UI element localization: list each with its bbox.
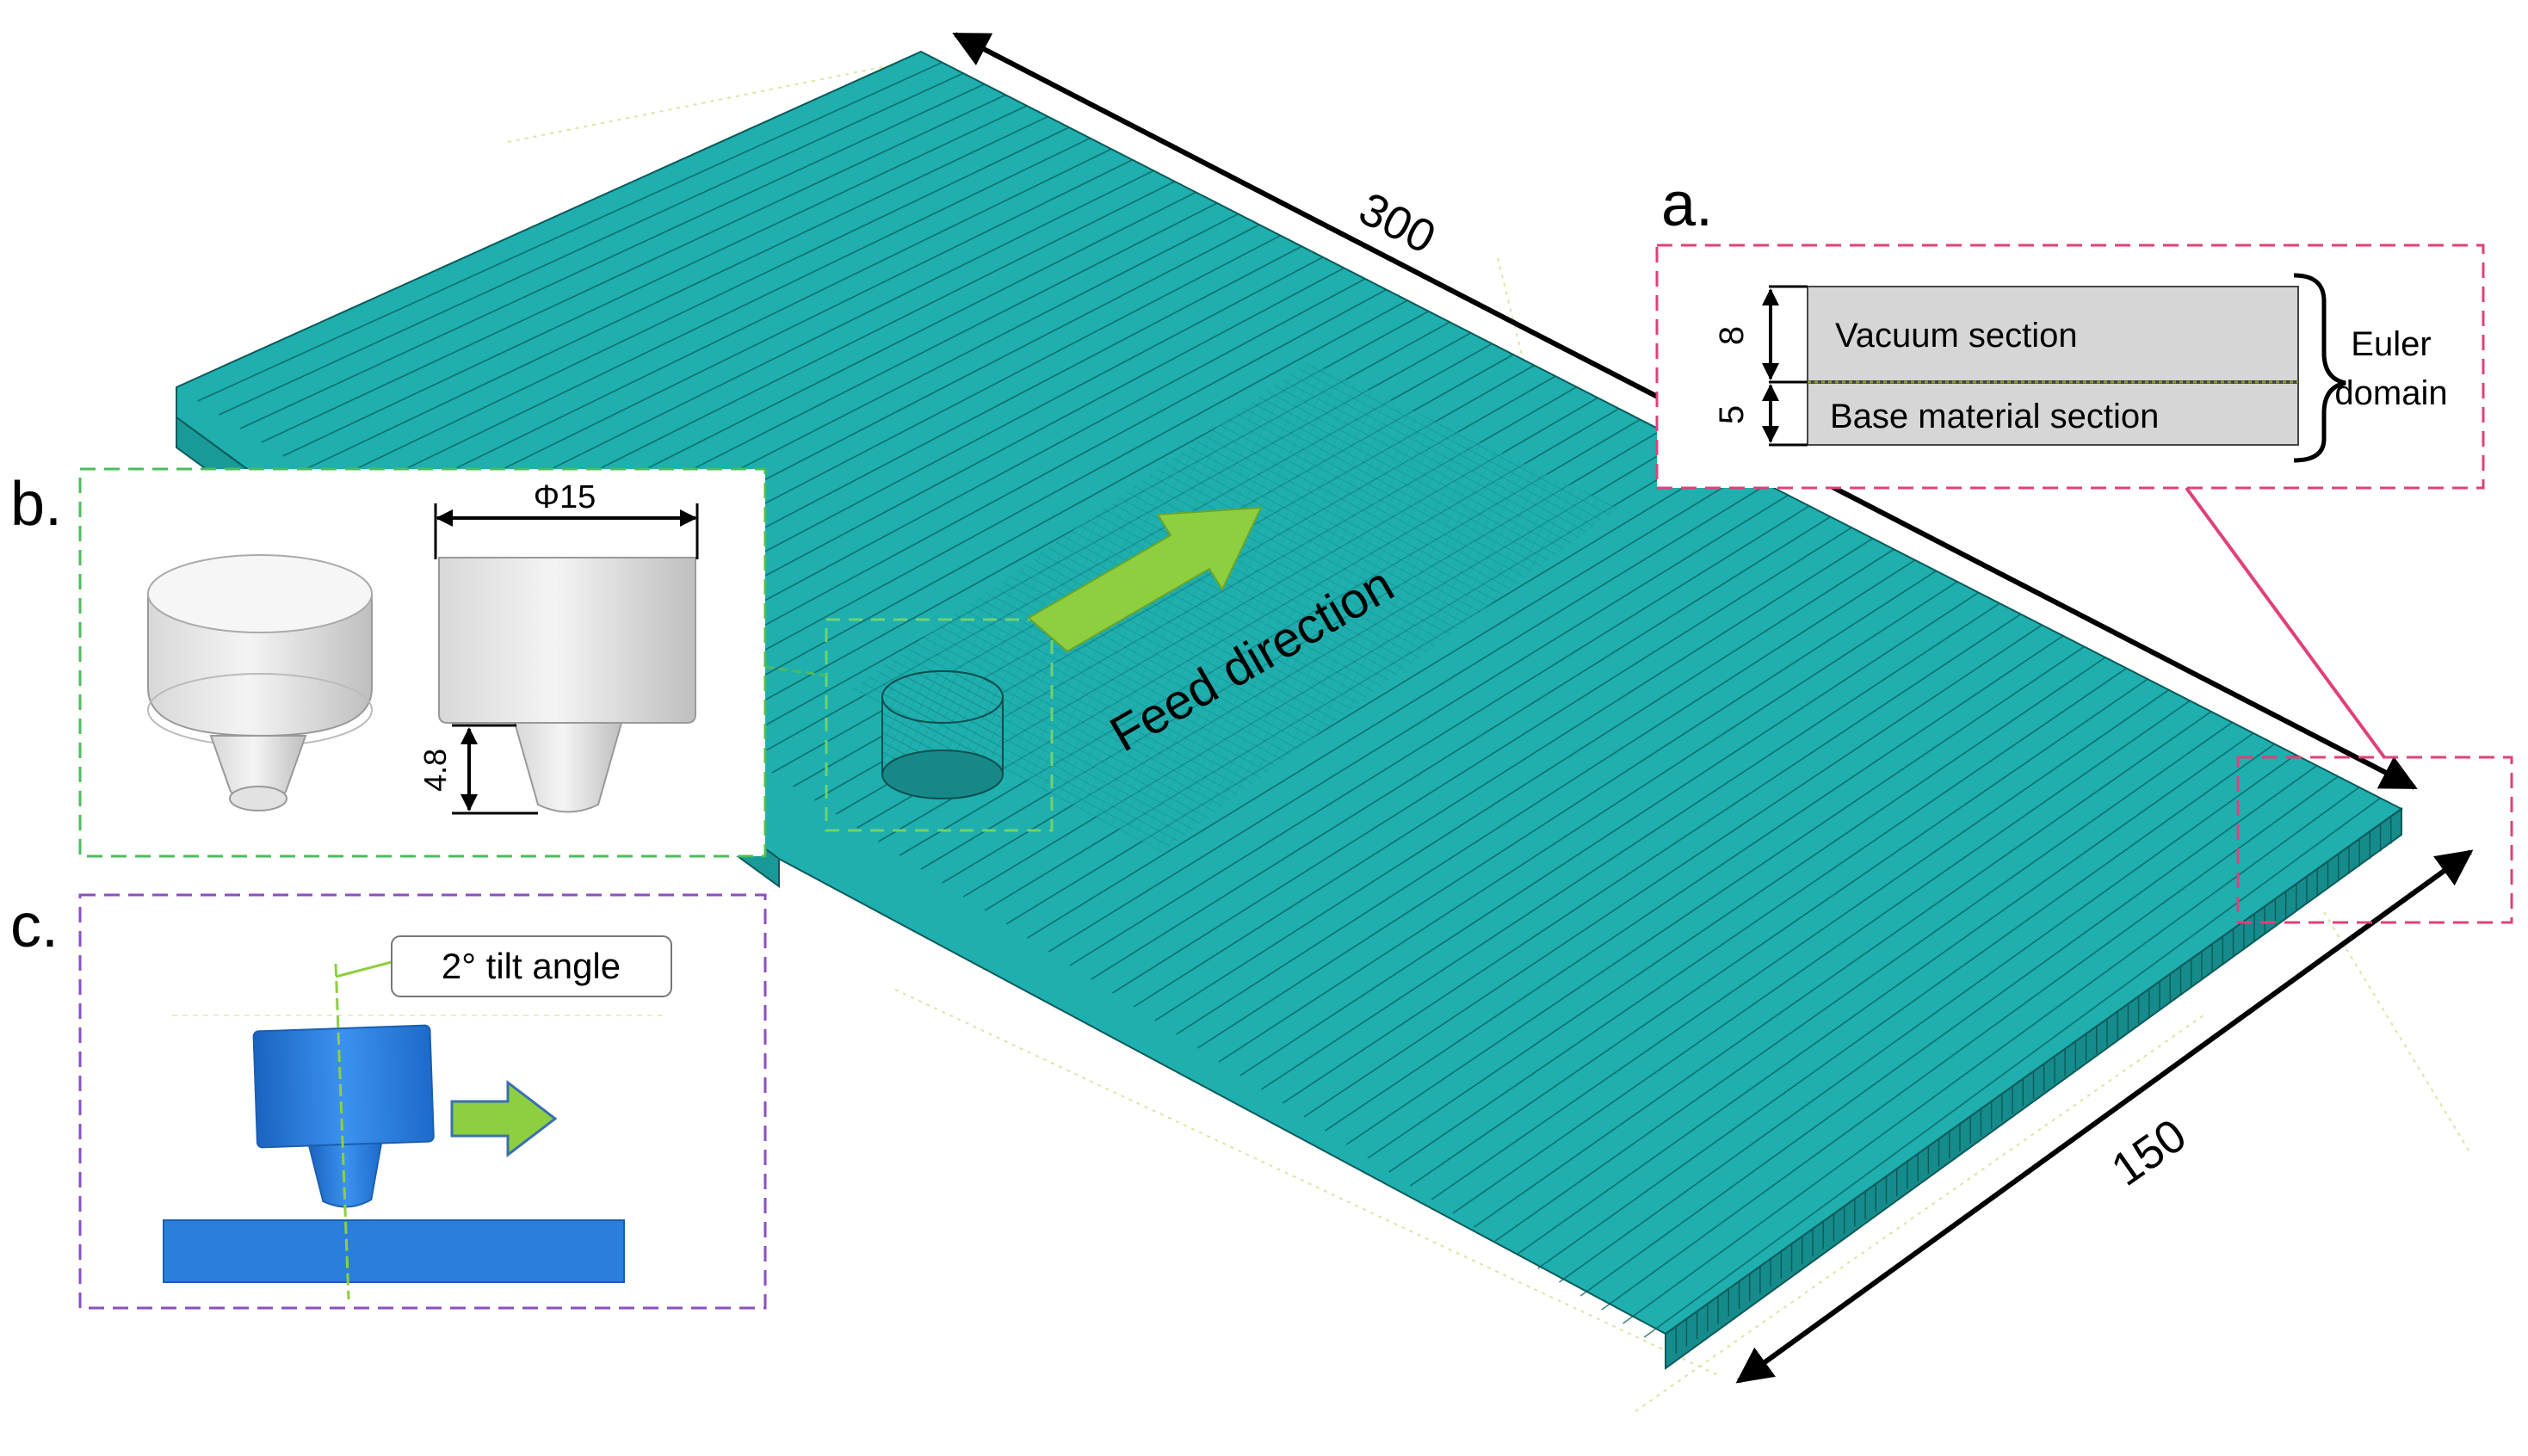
vacuum-section-block (1807, 286, 2299, 382)
mesh-line (303, 115, 1048, 471)
length-dimension-label: 300 (1351, 182, 1444, 263)
tilt-angle-label: 2° tilt angle (442, 946, 621, 986)
mesh-line (239, 83, 986, 429)
inset-a-leader (2185, 486, 2386, 759)
tilted-tool (252, 1024, 435, 1208)
base-section-block (1807, 382, 2299, 446)
tool-iso-view (147, 554, 373, 811)
mesh-line (282, 105, 1028, 457)
base-section-label: Base material section (1830, 398, 2159, 435)
inset-c: c. 2° tilt angle (10, 891, 767, 1310)
tool-diameter-label: Φ15 (534, 479, 596, 515)
inset-c-label: c. (10, 891, 59, 960)
euler-domain-line1: Euler (2351, 325, 2431, 363)
workpiece-side (163, 1219, 625, 1283)
width-dimension-label: 150 (2102, 1109, 2195, 1196)
inset-a-source-box (2236, 756, 2513, 924)
tool-highlight-box (825, 618, 1054, 832)
inset-a: a. Vacuum section Base material section … (1655, 170, 2485, 490)
pin-length-label: 4.8 (417, 749, 453, 792)
tilt-angle-callout (391, 935, 672, 997)
domain-brace (2293, 273, 2346, 463)
tool-mesh (881, 670, 1004, 799)
mesh-line (197, 61, 943, 402)
vacuum-section-label: Vacuum section (1835, 317, 2078, 355)
mesh-line (219, 72, 964, 416)
tool-motion-arrow (450, 1079, 558, 1158)
inset-b: b. Φ15 4.8 (10, 467, 827, 858)
base-thickness-label: 5 (1713, 405, 1751, 424)
inset-b-label: b. (10, 470, 62, 539)
euler-domain-line2: domain (2334, 374, 2447, 412)
width-dimension-line (1735, 849, 2474, 1384)
mesh-line (324, 126, 1070, 484)
inset-a-label: a. (1661, 170, 1713, 239)
tool-axis-line (334, 963, 350, 1300)
tool-side-view: Φ15 4.8 (417, 479, 699, 815)
mesh-line (261, 94, 1006, 443)
vacuum-thickness-label: 8 (1713, 326, 1751, 345)
